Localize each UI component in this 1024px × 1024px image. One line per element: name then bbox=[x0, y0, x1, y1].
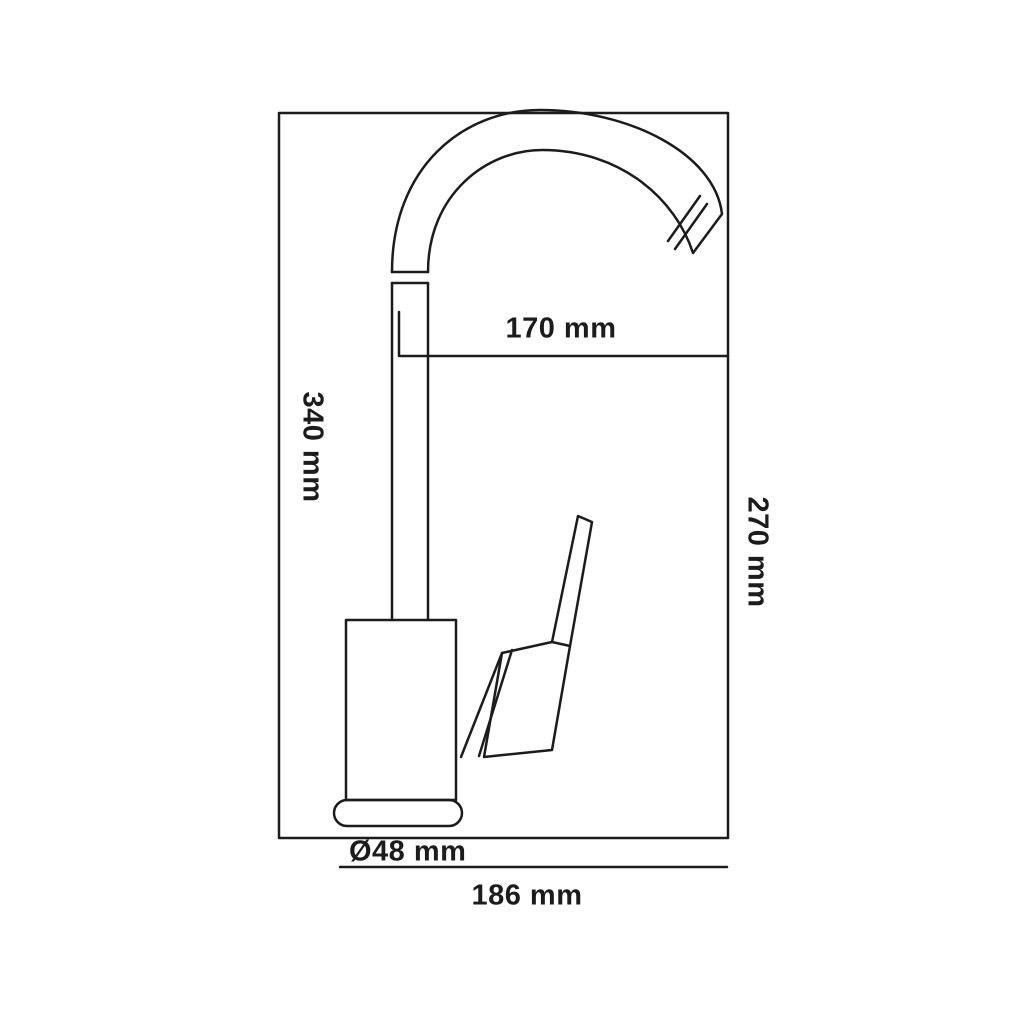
aerator-joint-lines bbox=[666, 194, 709, 251]
spout-outline bbox=[390, 108, 724, 274]
base-flange bbox=[332, 798, 464, 828]
dimension-label-spout-height: 270 mm bbox=[741, 496, 774, 608]
handle-shape bbox=[482, 514, 594, 759]
handle-detail-lines bbox=[459, 640, 572, 759]
pipe-joint-band bbox=[390, 270, 430, 285]
pipe-sides bbox=[390, 281, 430, 622]
dimension-line-spout-reach bbox=[397, 310, 730, 358]
dimension-label-base-diameter: Ø48 mm bbox=[349, 835, 467, 868]
body-outline bbox=[344, 618, 458, 802]
dimension-label-spout-reach: 170 mm bbox=[505, 312, 617, 345]
dimension-label-total-height: 340 mm bbox=[296, 391, 329, 503]
bounding-box bbox=[277, 111, 730, 840]
dimension-label-overall-width: 186 mm bbox=[471, 879, 583, 912]
